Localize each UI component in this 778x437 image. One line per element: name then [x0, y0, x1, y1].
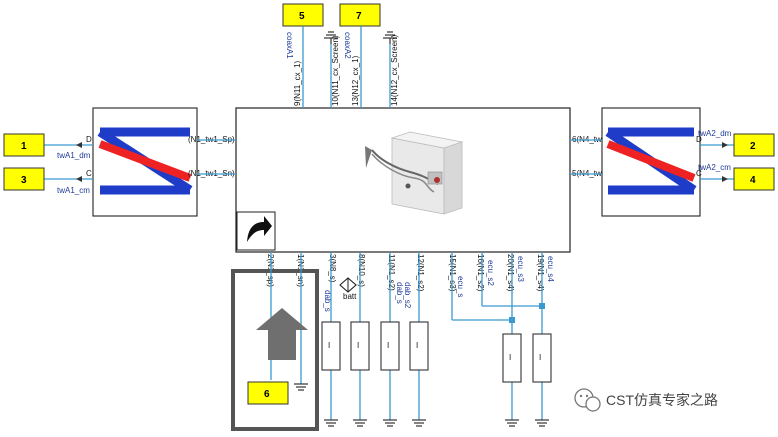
net-ecu-s3: ecu_s3	[516, 256, 525, 282]
shortcut-arrow-icon[interactable]	[236, 211, 276, 251]
top-pin-3: 13(N12_cx_1)	[351, 55, 360, 106]
port-5[interactable]: 5	[282, 3, 324, 27]
bottom-pin-5: 11(N1_s2)	[387, 254, 396, 291]
resistor-3-label: I	[387, 341, 389, 350]
ground-icon-bottom-5	[505, 419, 519, 427]
resistor-5[interactable]: I	[502, 333, 522, 383]
resistor-4[interactable]: I	[409, 321, 429, 371]
watermark-text: CST仿真专家之路	[606, 392, 718, 408]
bottom-pin-4: 8(N10_s)	[357, 254, 366, 287]
port-2-label: 2	[750, 141, 756, 152]
bottom-pin-6: 12(N1_s2)	[416, 254, 425, 292]
net-ecu-s2: ecu_s2	[486, 260, 495, 286]
net-dab-s2: dab_s2	[403, 282, 412, 309]
bottom-pin-3: 3(N8_s)	[328, 254, 337, 283]
ground-icon-bottom-1	[324, 419, 338, 427]
net-ecu-s: ecu_s	[456, 276, 465, 297]
resistor-2[interactable]: I	[350, 321, 370, 371]
bottom-pin-8: 16(N1_s2)	[476, 254, 485, 292]
ground-icon-bottom-3	[383, 419, 397, 427]
up-arrow-icon	[256, 308, 308, 360]
resistor-4-label: I	[416, 341, 418, 350]
port-1-label: 1	[21, 141, 27, 152]
left-block-d-label: D	[86, 135, 92, 144]
resistor-6[interactable]: I	[532, 333, 552, 383]
port-7-label: 7	[356, 11, 362, 22]
highlight-box	[231, 269, 319, 431]
ground-icon-port6	[294, 383, 308, 391]
resistor-1[interactable]: I	[321, 321, 341, 371]
net-coaxA2: coaxA2	[343, 32, 352, 59]
net-batt: batt	[343, 292, 357, 301]
battery-icon	[339, 277, 357, 293]
top-pin-2: 10(N11_cx_Screen)	[331, 35, 340, 106]
net-twA1-dm: twA1_dm	[57, 151, 91, 160]
bottom-net-dab_s	[330, 252, 420, 420]
twisted-pair-block-right[interactable]	[601, 107, 701, 217]
port-4-label: 4	[750, 175, 756, 186]
resistor-5-label: I	[509, 353, 511, 362]
ground-icon-top-2	[383, 31, 397, 44]
wechat-logo-icon	[574, 388, 601, 412]
port-4[interactable]: 4	[733, 167, 775, 191]
port-6-label: 6	[264, 389, 270, 400]
port-5-label: 5	[299, 11, 305, 22]
net-ecu-s4: ecu_s4	[546, 256, 555, 282]
resistor-3[interactable]: I	[380, 321, 400, 371]
bottom-pin-10: 19(N1_s4)	[536, 254, 545, 292]
port-2[interactable]: 2	[733, 133, 775, 157]
ground-icon-bottom-6	[535, 419, 549, 427]
net-twA1-cm: twA1_cm	[57, 186, 90, 195]
port-1[interactable]: 1	[3, 133, 45, 157]
net-dab-s: dab_s	[395, 282, 404, 304]
ground-icon-bottom-4	[412, 419, 426, 427]
bottom-pin-9: 20(N1_s4)	[506, 254, 515, 292]
port-3-label: 3	[21, 175, 27, 186]
resistor-6-label: I	[539, 353, 541, 362]
net-twA2-cm: twA2_cm	[698, 163, 731, 172]
net-dab-s-left: dab_s	[323, 290, 332, 312]
top-pin-1: 9(N11_cx_1)	[293, 60, 302, 106]
port-6[interactable]: 6	[247, 381, 289, 405]
port-7[interactable]: 7	[339, 3, 381, 27]
ground-icon-bottom-2	[353, 419, 367, 427]
harness-3d-preview	[365, 131, 464, 215]
net-coaxA1: coaxA1	[285, 32, 294, 59]
resistor-1-label: I	[328, 341, 330, 350]
right-block-d-label: D	[696, 135, 702, 144]
right-block-c-label: C	[696, 169, 702, 178]
resistor-2-label: I	[357, 341, 359, 350]
twisted-pair-block-left[interactable]	[92, 107, 198, 217]
left-block-c-label: C	[86, 169, 92, 178]
ground-icon-top-1	[324, 31, 338, 44]
top-pin-4: 14(N12_cx_Screen)	[390, 35, 399, 106]
port-3[interactable]: 3	[3, 167, 45, 191]
net-twA2-dm: twA2_dm	[698, 129, 732, 138]
